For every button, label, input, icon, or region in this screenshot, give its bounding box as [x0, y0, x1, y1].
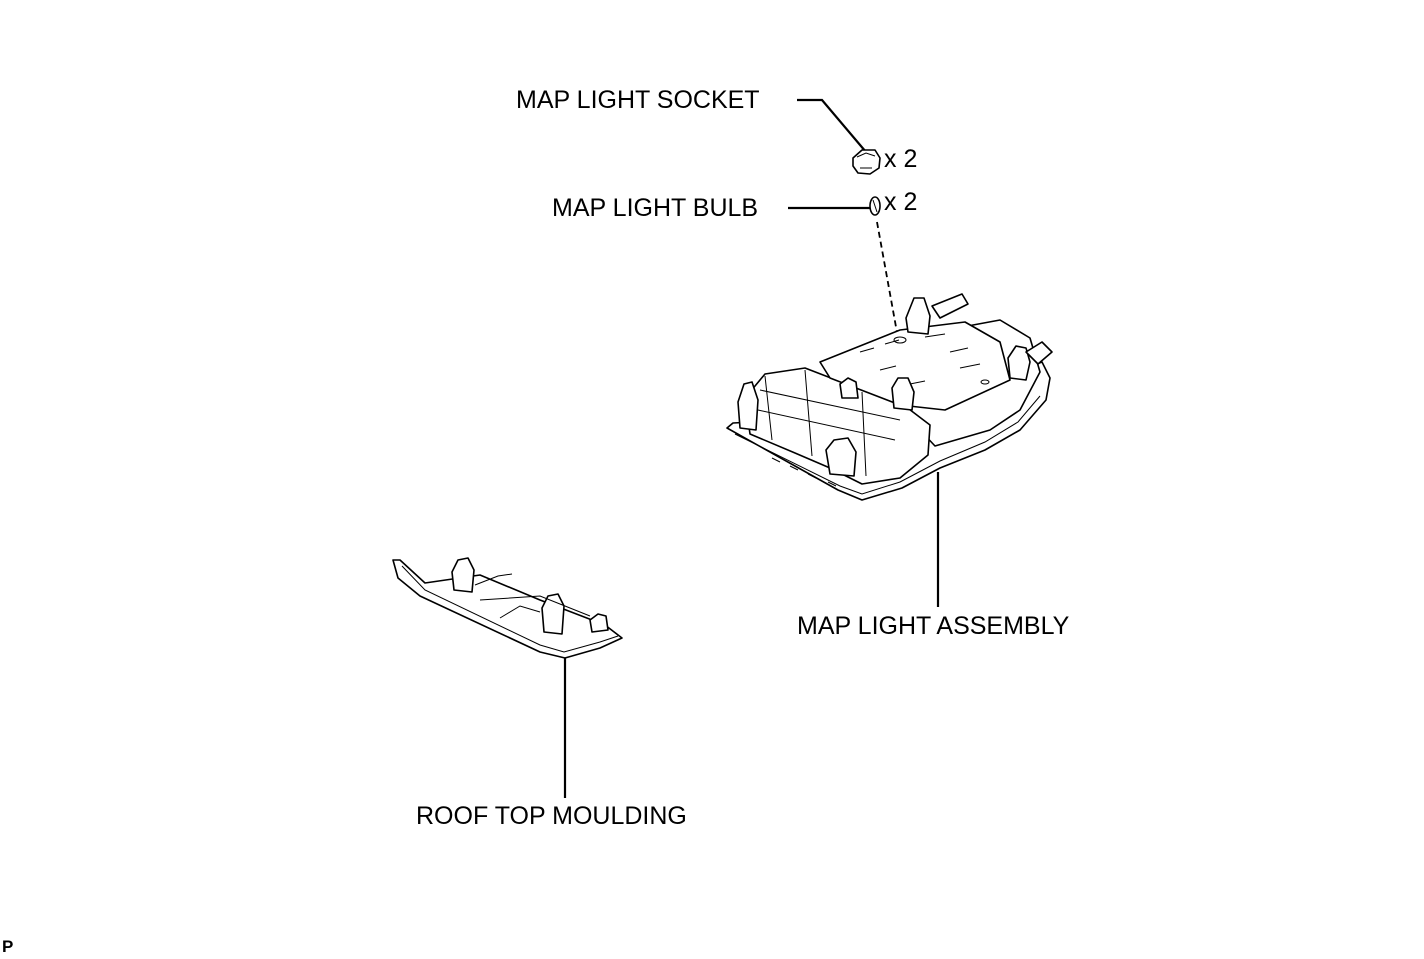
- map-light-bulb-part: [869, 196, 881, 216]
- map-light-assembly-label: MAP LIGHT ASSEMBLY: [797, 612, 1070, 640]
- socket-leader-line: [797, 98, 867, 153]
- corner-code-label: P: [2, 937, 14, 956]
- bulb-install-path: [876, 221, 899, 339]
- map-light-assembly-part: [726, 293, 1053, 501]
- map-light-socket-label: MAP LIGHT SOCKET: [516, 86, 760, 114]
- roof-top-moulding-part: [392, 557, 623, 659]
- socket-quantity-label: x 2: [884, 145, 918, 173]
- roof-top-moulding-label: ROOF TOP MOULDING: [416, 802, 687, 830]
- map-light-bulb-label: MAP LIGHT BULB: [552, 194, 759, 222]
- bulb-quantity-label: x 2: [884, 188, 918, 216]
- map-light-socket-part: [852, 149, 881, 175]
